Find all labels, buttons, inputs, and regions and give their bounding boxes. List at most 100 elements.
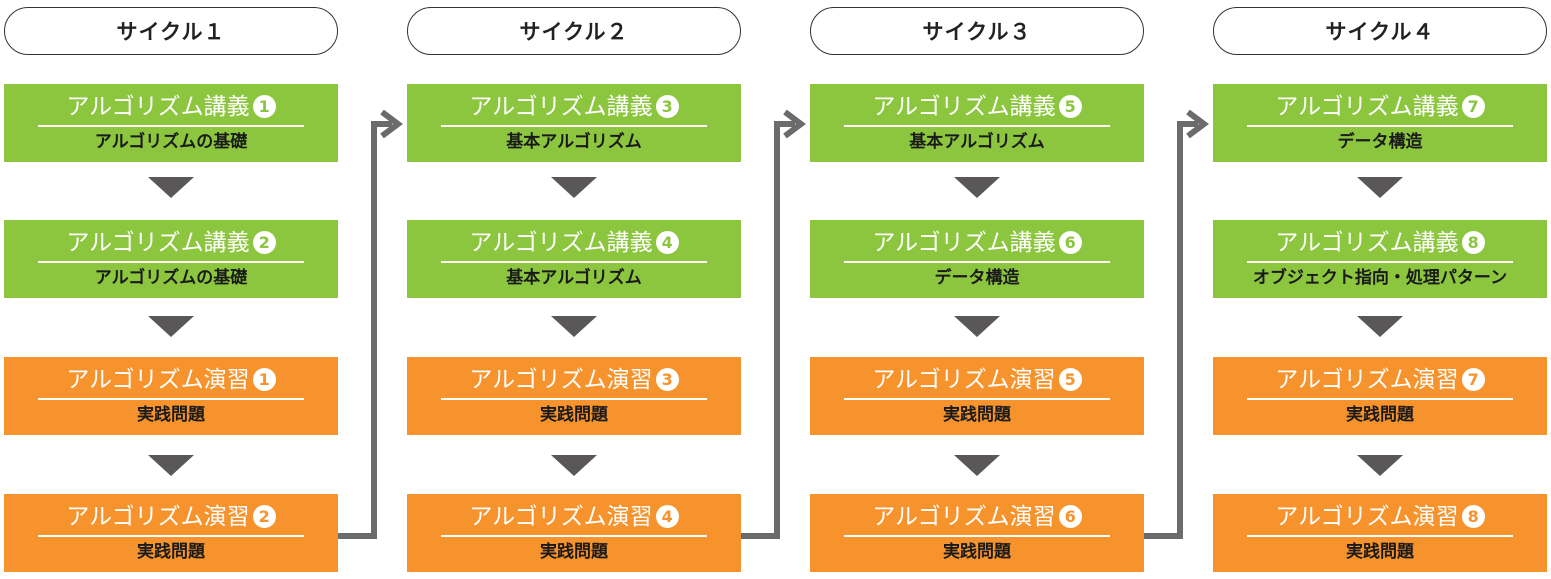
box-title-text: アルゴリズム演習 (66, 504, 250, 530)
step-number-badge: 3 (655, 368, 679, 391)
down-arrow-icon (148, 455, 194, 476)
step-number-badge: 3 (655, 95, 679, 118)
step-number-badge: 2 (252, 231, 276, 254)
down-arrow-icon (551, 177, 597, 198)
box-title-text: アルゴリズム講義 (872, 94, 1056, 120)
step-number-badge: 4 (655, 231, 679, 254)
box-title-text: アルゴリズム演習 (1275, 367, 1459, 393)
box-title-text: アルゴリズム演習 (66, 367, 250, 393)
step-number-badge: 4 (655, 505, 679, 528)
title-underline (441, 125, 707, 127)
down-arrow-icon (1357, 455, 1403, 476)
title-underline (38, 535, 304, 537)
step-number-badge: 8 (1461, 505, 1485, 528)
cycle-label: サイクル１ (4, 7, 338, 55)
step-number-badge: 5 (1058, 368, 1082, 391)
box-title-text: アルゴリズム演習 (469, 367, 653, 393)
title-underline (38, 125, 304, 127)
down-arrow-icon (954, 316, 1000, 337)
box-subtitle: 実践問題 (943, 405, 1011, 425)
cycle-label: サイクル２ (407, 7, 741, 55)
cycle-label: サイクル４ (1213, 7, 1547, 55)
box-subtitle: アルゴリズムの基礎 (94, 132, 248, 152)
title-underline (38, 261, 304, 263)
connector-cycle-2-to-3 (739, 109, 806, 539)
title-underline (844, 535, 1110, 537)
down-arrow-icon (1357, 177, 1403, 198)
connector-cycle-1-to-2 (336, 109, 403, 539)
box-subtitle: 実践問題 (540, 542, 608, 562)
step-number-badge: 6 (1058, 231, 1082, 254)
box-subtitle: 基本アルゴリズム (506, 268, 642, 288)
cycle-label: サイクル３ (810, 7, 1144, 55)
down-arrow-icon (148, 316, 194, 337)
step-number-badge: 6 (1058, 505, 1082, 528)
down-arrow-icon (954, 177, 1000, 198)
box-subtitle: 基本アルゴリズム (909, 132, 1045, 152)
box-subtitle: 実践問題 (1346, 405, 1414, 425)
title-underline (1247, 535, 1513, 537)
box-subtitle: 基本アルゴリズム (506, 132, 642, 152)
step-number-badge: 1 (252, 368, 276, 391)
box-subtitle: アルゴリズムの基礎 (94, 268, 248, 288)
title-underline (441, 535, 707, 537)
title-underline (844, 125, 1110, 127)
box-title-text: アルゴリズム演習 (469, 504, 653, 530)
box-subtitle: 実践問題 (943, 542, 1011, 562)
step-number-badge: 7 (1461, 368, 1485, 391)
box-subtitle: 実践問題 (540, 405, 608, 425)
box-title-text: アルゴリズム演習 (872, 367, 1056, 393)
down-arrow-icon (148, 177, 194, 198)
box-title-text: アルゴリズム講義 (469, 230, 653, 256)
box-subtitle: データ構造 (934, 268, 1020, 288)
box-subtitle: データ構造 (1337, 132, 1423, 152)
box-subtitle: 実践問題 (137, 405, 205, 425)
title-underline (1247, 398, 1513, 400)
step-number-badge: 7 (1461, 95, 1485, 118)
title-underline (441, 398, 707, 400)
title-underline (844, 261, 1110, 263)
box-subtitle: 実践問題 (1346, 542, 1414, 562)
box-title-text: アルゴリズム講義 (1275, 230, 1459, 256)
box-title-text: アルゴリズム講義 (1275, 94, 1459, 120)
step-number-badge: 2 (252, 505, 276, 528)
connector-cycle-3-to-4 (1142, 109, 1209, 539)
box-title-text: アルゴリズム講義 (469, 94, 653, 120)
box-title-text: アルゴリズム講義 (872, 230, 1056, 256)
down-arrow-icon (954, 455, 1000, 476)
box-title-text: アルゴリズム演習 (1275, 504, 1459, 530)
down-arrow-icon (1357, 316, 1403, 337)
